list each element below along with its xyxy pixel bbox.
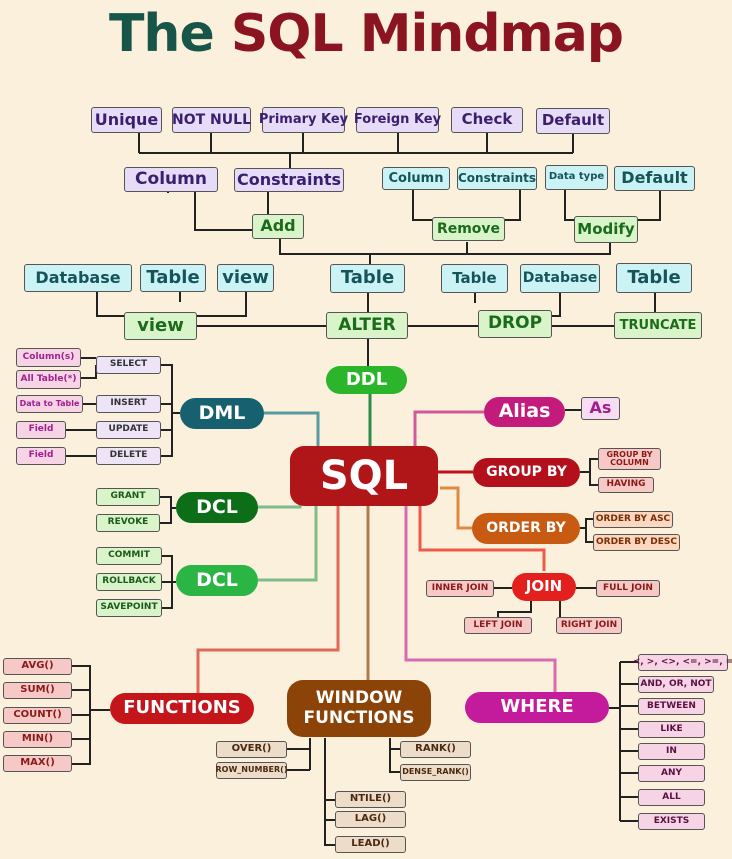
- group-by-node: GROUP BY: [473, 458, 580, 487]
- view-view: view: [217, 264, 274, 292]
- where-and-or-not: AND, OR, NOT: [638, 676, 714, 693]
- alter-table: Table: [330, 264, 405, 293]
- where-node: WHERE: [465, 692, 609, 723]
- drop-database: Database: [520, 264, 600, 293]
- add-constraints: Constraints: [234, 168, 344, 192]
- dcl-node-1: DCL: [176, 492, 258, 523]
- window-lag: LAG(): [335, 811, 406, 828]
- where-any: ANY: [638, 765, 705, 782]
- constraint-foreign-key: Foreign Key: [354, 107, 441, 133]
- right-join: RIGHT JOIN: [556, 617, 622, 634]
- drop-table: Table: [441, 264, 508, 293]
- sql-center-node: SQL: [290, 446, 438, 506]
- tcl-savepoint: SAVEPOINT: [96, 599, 162, 617]
- dml-delete: DELETE: [96, 447, 161, 465]
- truncate-table: Table: [616, 263, 692, 293]
- remove-node: Remove: [432, 217, 505, 241]
- modify-data-type: Data type: [545, 165, 608, 190]
- select-columns: Column(s): [16, 348, 81, 367]
- view-database: Database: [24, 264, 132, 292]
- window-rank: RANK(): [400, 741, 471, 758]
- dcl-node-2: DCL: [176, 565, 258, 596]
- constraint-check: Check: [451, 107, 523, 133]
- delete-field: Field: [16, 447, 66, 465]
- page-title: The SQL Mindmap: [0, 4, 732, 64]
- function-sum: SUM(): [3, 682, 72, 699]
- window-functions-node: WINDOW FUNCTIONS: [287, 680, 431, 737]
- dml-insert: INSERT: [96, 395, 161, 413]
- where-operators: <, >, <>, <=, >=, =: [633, 654, 732, 671]
- dcl-grant: GRANT: [96, 488, 160, 506]
- remove-constraints: Constraints: [457, 167, 537, 190]
- dcl-revoke: REVOKE: [96, 514, 160, 532]
- function-max: MAX(): [3, 755, 72, 772]
- left-join: LEFT JOIN: [464, 617, 532, 634]
- functions-node: FUNCTIONS: [110, 693, 254, 724]
- select-all-table: All Table(*): [16, 370, 81, 389]
- dml-update: UPDATE: [96, 421, 161, 439]
- dml-node: DML: [180, 398, 264, 429]
- view-table: Table: [140, 264, 206, 292]
- window-ntile: NTILE(): [335, 791, 406, 808]
- window-lead: LEAD(): [335, 836, 406, 853]
- add-column: Column: [124, 167, 218, 192]
- modify-node: Modify: [574, 216, 638, 243]
- function-avg: AVG(): [3, 658, 72, 675]
- window-over: OVER(): [216, 741, 287, 758]
- dml-select: SELECT: [96, 356, 161, 374]
- inner-join: INNER JOIN: [426, 580, 494, 597]
- function-count: COUNT(): [3, 707, 72, 724]
- tcl-rollback: ROLLBACK: [96, 573, 162, 591]
- function-min: MIN(): [3, 731, 72, 748]
- constraint-not-null: NOT NULL: [172, 107, 251, 133]
- where-between: BETWEEN: [638, 698, 705, 715]
- modify-default: Default: [614, 166, 695, 191]
- window-row-number: ROW_NUMBER(): [216, 762, 288, 779]
- where-exists: EXISTS: [638, 813, 705, 830]
- group-by-having: HAVING: [598, 477, 654, 493]
- full-join: FULL JOIN: [596, 580, 660, 597]
- order-by-node: ORDER BY: [472, 513, 580, 544]
- ddl-node: DDL: [326, 366, 407, 394]
- title-the: The: [108, 4, 215, 64]
- truncate-node: TRUNCATE: [614, 312, 702, 339]
- drop-node: DROP: [478, 310, 552, 338]
- window-dense-rank: DENSE_RANK(): [400, 764, 471, 781]
- alter-node: ALTER: [326, 312, 408, 339]
- title-sql-mindmap: SQL Mindmap: [230, 4, 624, 64]
- join-node: JOIN: [512, 573, 576, 601]
- order-by-desc: ORDER BY DESC: [593, 534, 680, 551]
- order-by-asc: ORDER BY ASC: [593, 511, 673, 528]
- insert-data-to-table: Data to Table: [16, 395, 83, 413]
- tcl-commit: COMMIT: [96, 547, 162, 565]
- where-in: IN: [638, 743, 705, 760]
- alias-as: As: [581, 397, 620, 420]
- group-by-column: GROUP BY COLUMN: [598, 448, 661, 470]
- where-like: LIKE: [638, 721, 705, 738]
- add-node: Add: [252, 214, 304, 239]
- remove-column: Column: [382, 167, 450, 190]
- constraint-unique: Unique: [91, 107, 162, 133]
- where-all: ALL: [638, 789, 705, 806]
- view-node: view: [124, 312, 197, 340]
- update-field: Field: [16, 421, 66, 439]
- constraint-primary-key: Primary Key: [259, 107, 348, 133]
- constraint-default: Default: [536, 108, 610, 134]
- alias-node: Alias: [484, 397, 565, 427]
